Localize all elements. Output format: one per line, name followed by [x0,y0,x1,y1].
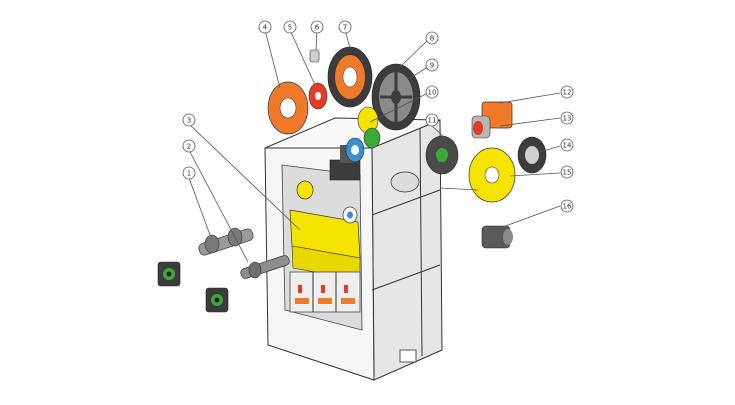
callout-3: 3 [182,113,196,127]
callout-9-label: 9 [430,62,434,70]
callout-10-label: 10 [428,89,437,97]
callout-8: 8 [425,31,439,45]
callout-10: 10 [425,85,439,99]
callout-4-label: 4 [263,24,268,32]
callout-11: 11 [425,113,439,127]
callout-2: 2 [182,139,196,153]
part-small-motor [481,225,513,249]
part-flange-bearing-1 [157,261,181,287]
callout-15: 15 [560,165,574,179]
callout-6-label: 6 [315,24,320,32]
callout-5-label: 5 [288,24,292,32]
callout-14-label: 14 [563,142,572,150]
callout-6: 6 [310,20,324,34]
callout-16: 16 [560,199,574,213]
part-shaft-lower [240,255,290,279]
callout-9: 9 [425,58,439,72]
callout-11-label: 11 [428,117,437,125]
part-yellow-pulley [468,147,516,203]
part-motor [471,101,513,139]
callouts: 1 2 3 4 5 6 7 8 [182,20,574,213]
callout-12-label: 12 [563,89,572,97]
part-flange-bearing-2 [205,287,229,313]
part-red-hub [308,82,328,110]
part-flywheel [371,63,421,131]
callout-13: 13 [560,111,574,125]
callout-16-label: 16 [563,203,572,211]
part-brake-disc [327,46,373,108]
part-key [309,49,320,63]
callout-12: 12 [560,85,574,99]
part-clutch-unit [425,135,459,175]
callout-5: 5 [283,20,297,34]
callout-7-label: 7 [343,24,347,32]
callout-15-label: 15 [563,169,572,177]
callout-2-label: 2 [187,143,191,151]
callout-1: 1 [182,166,196,180]
part-orange-ring [267,81,309,135]
callout-1-label: 1 [187,170,191,178]
part-crankshaft-upper [198,227,254,256]
callout-4: 4 [258,20,272,34]
callout-8-label: 8 [430,35,434,43]
callout-7: 7 [338,20,352,34]
callout-14: 14 [560,138,574,152]
press-frame [264,117,443,381]
part-small-pulley [517,136,547,174]
callout-3-label: 3 [187,117,191,125]
part-yellow-clutch [345,106,381,163]
leader-lines [188,29,561,263]
callout-13-label: 13 [563,115,572,123]
